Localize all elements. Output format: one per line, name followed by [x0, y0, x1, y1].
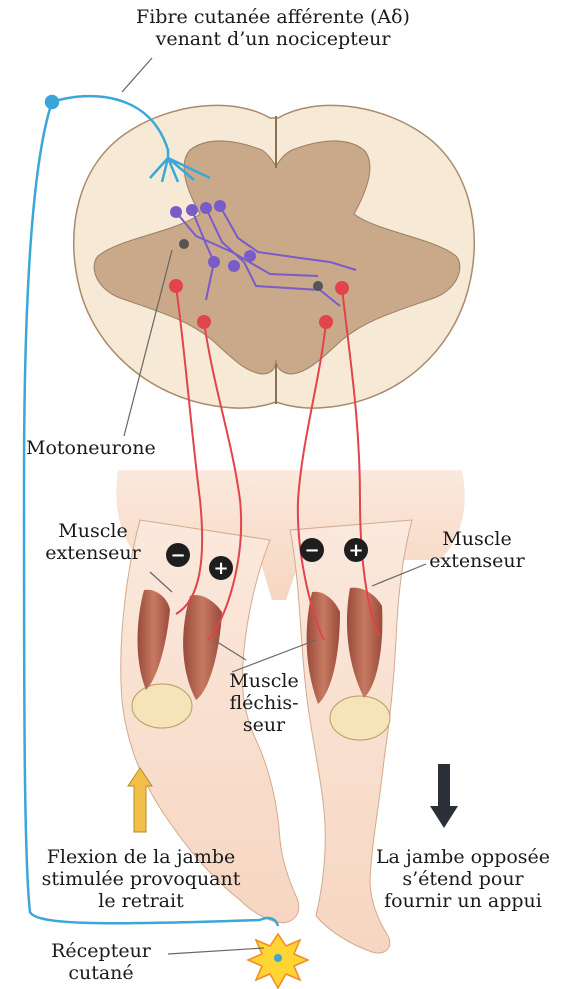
label-extensor-left-line-2: extenseur: [34, 542, 152, 564]
label-opposite-caption: La jambe opposée s’étend pour fournir un…: [358, 846, 568, 912]
down-arrow-icon: [430, 764, 458, 828]
label-flexor-line-1: Muscle: [214, 670, 314, 692]
label-motoneuron: Motoneurone: [26, 437, 156, 459]
left-knee: [132, 684, 192, 728]
label-receptor-line-2: cutané: [34, 962, 168, 984]
spinal-cord: [74, 105, 475, 408]
label-extensor-right-line-1: Muscle: [412, 528, 542, 550]
label-flexor: Muscle fléchis- seur: [214, 670, 314, 736]
label-afferent-fiber-line-2: venant d’un nocicepteur: [108, 28, 438, 50]
label-extensor-left-line-1: Muscle: [34, 520, 152, 542]
label-receptor-line-1: Récepteur: [34, 940, 168, 962]
right-knee: [330, 696, 390, 740]
label-flexion-caption-line-3: le retrait: [16, 890, 266, 912]
plus-sign-text: +: [348, 540, 363, 561]
label-motoneuron-text: Motoneurone: [26, 437, 156, 459]
label-extensor-right: Muscle extenseur: [412, 528, 542, 572]
label-flexor-line-3: seur: [214, 714, 314, 736]
nociceptor-ending-icon: [274, 954, 282, 962]
label-extensor-left: Muscle extenseur: [34, 520, 152, 564]
label-afferent-fiber-line-1: Fibre cutanée afférente (Aδ): [108, 6, 438, 28]
plus-sign-text: +: [213, 558, 228, 579]
plus-sign-icon-left: +: [209, 556, 233, 580]
label-extensor-right-line-2: extenseur: [412, 550, 542, 572]
label-flexion-caption-line-1: Flexion de la jambe: [16, 846, 266, 868]
label-afferent-fiber: Fibre cutanée afférente (Aδ) venant d’un…: [108, 6, 438, 50]
label-flexor-line-2: fléchis-: [214, 692, 314, 714]
minus-sign-icon-right: −: [300, 538, 324, 562]
label-flexion-caption: Flexion de la jambe stimulée provoquant …: [16, 846, 266, 912]
label-opposite-caption-line-1: La jambe opposée: [358, 846, 568, 868]
label-opposite-caption-line-2: s’étend pour: [358, 868, 568, 890]
label-opposite-caption-line-3: fournir un appui: [358, 890, 568, 912]
label-flexion-caption-line-2: stimulée provoquant: [16, 868, 266, 890]
minus-sign-icon-left: −: [166, 543, 190, 567]
minus-sign-text: −: [170, 545, 185, 566]
minus-sign-text: −: [304, 540, 319, 561]
label-receptor: Récepteur cutané: [34, 940, 168, 984]
plus-sign-icon-right: +: [344, 538, 368, 562]
